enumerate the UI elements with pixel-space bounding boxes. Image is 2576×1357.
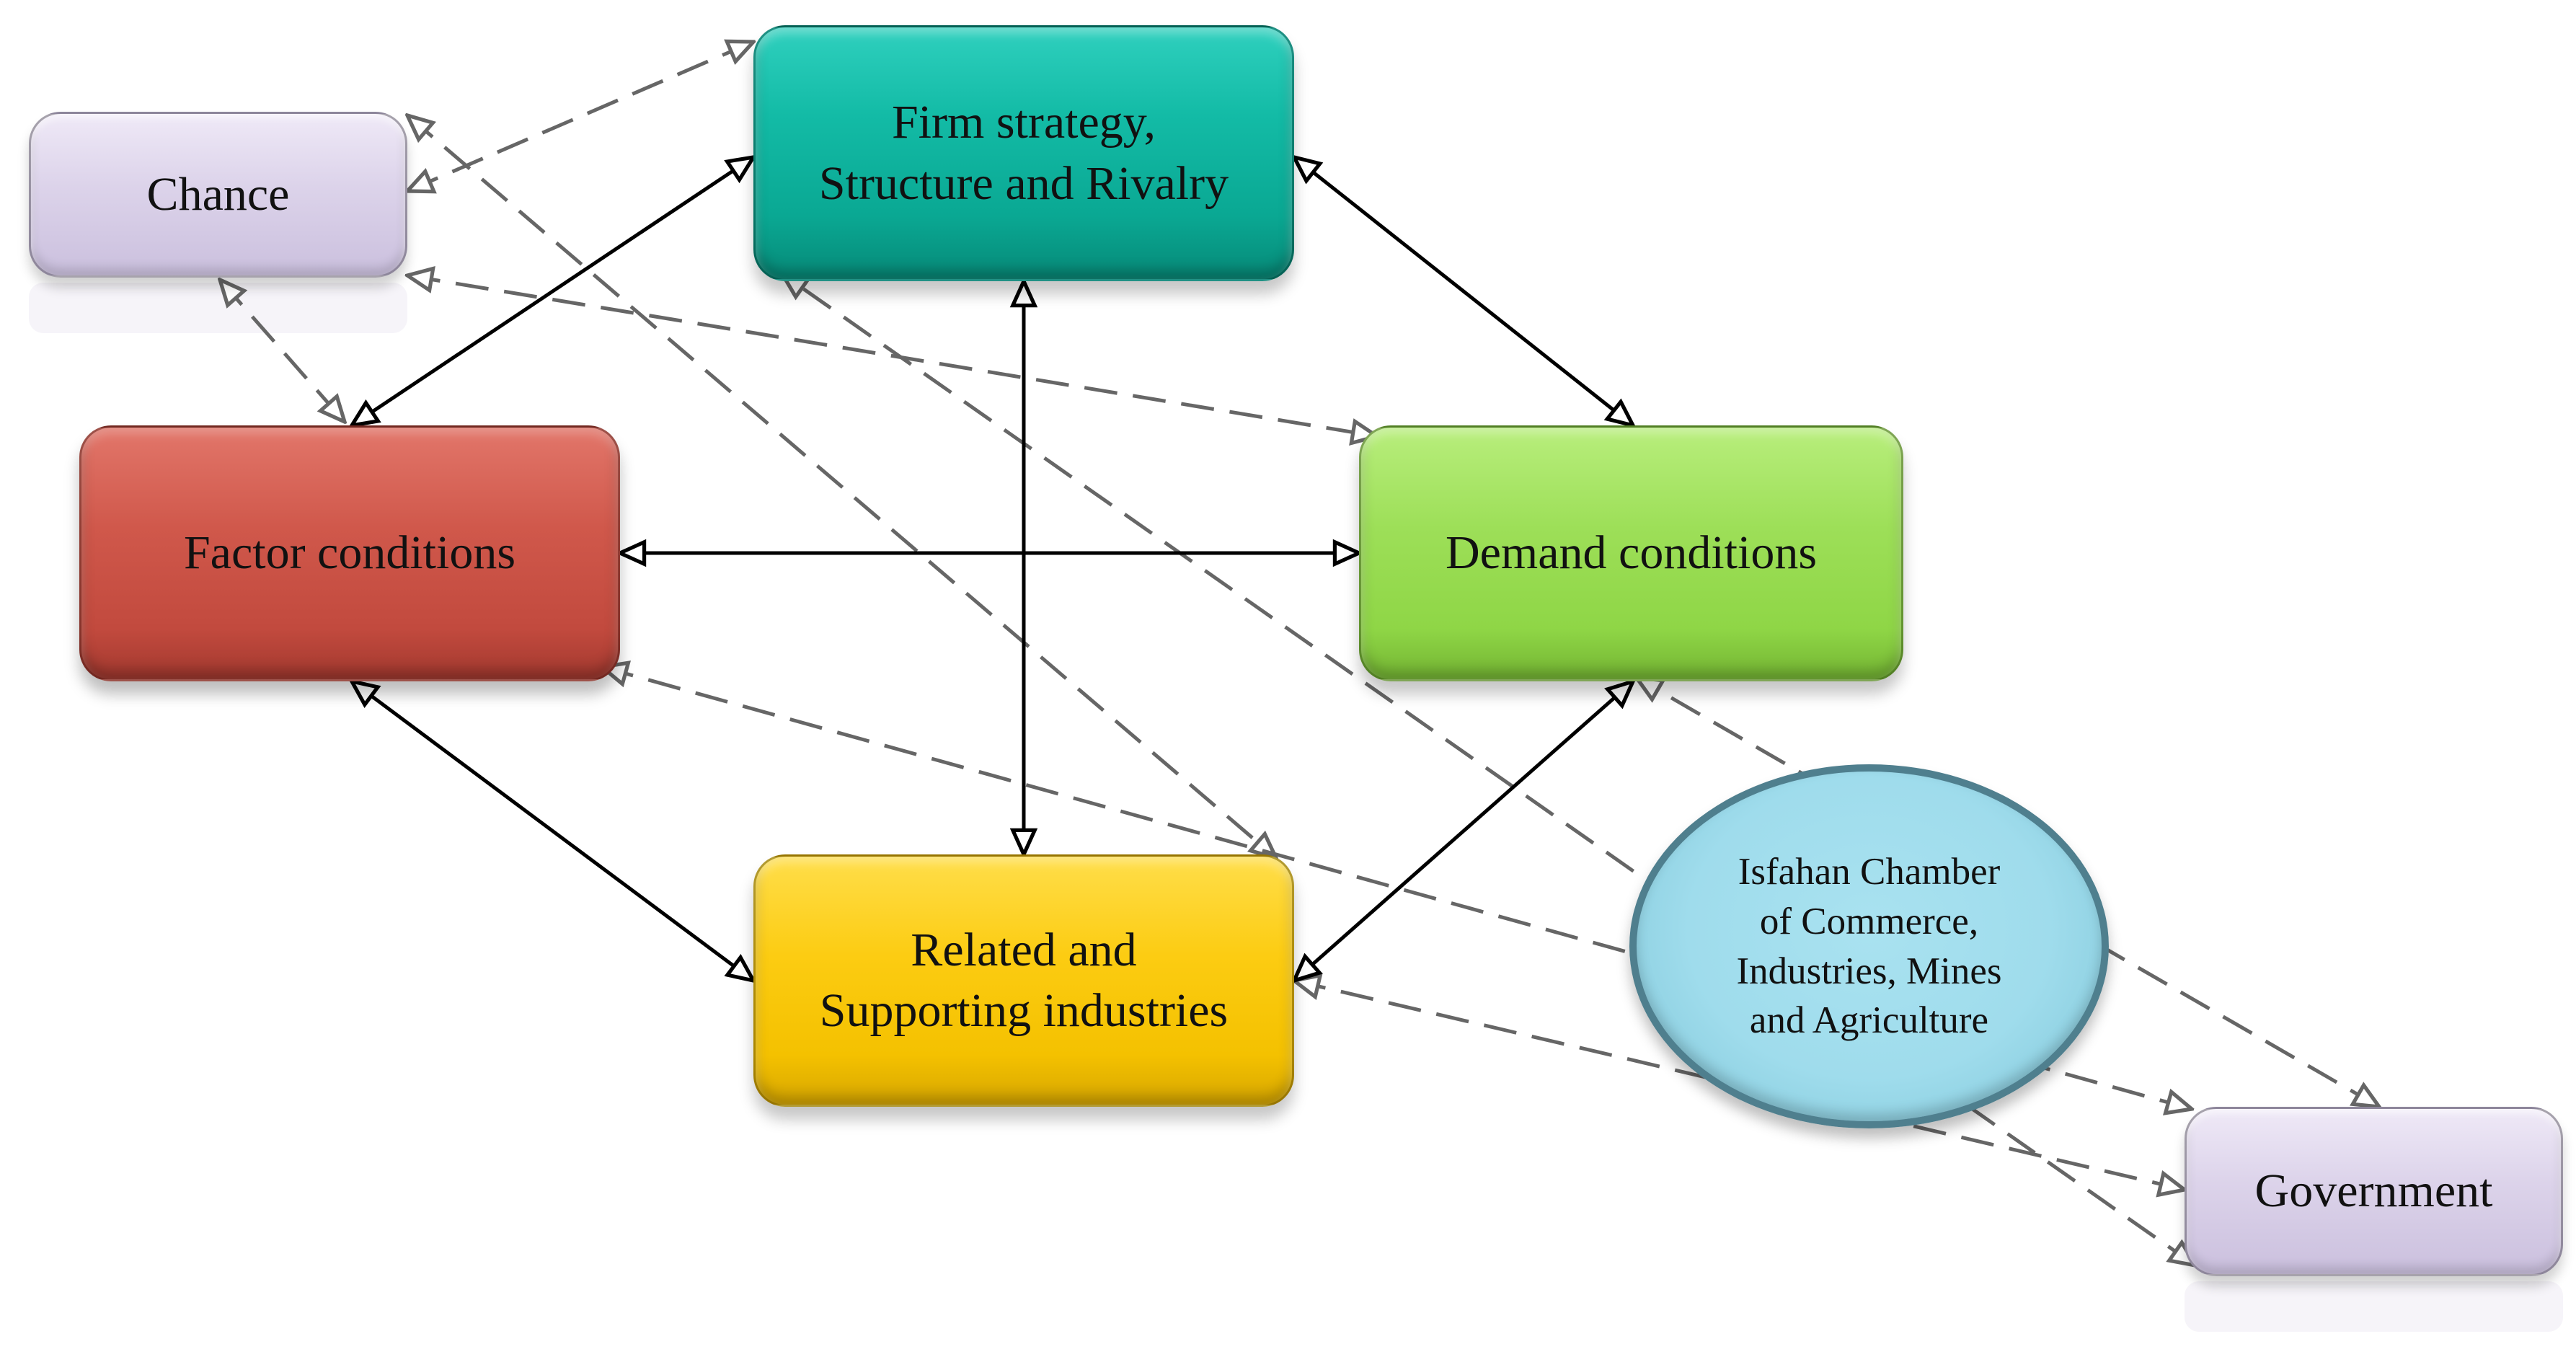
- edge-factor-firm: [352, 157, 753, 425]
- edge-chance-demand: [407, 275, 1377, 436]
- chance-reflection: [29, 283, 407, 333]
- edge-firm-demand: [1294, 157, 1633, 425]
- factor-conditions-node: Factor conditions: [79, 425, 620, 681]
- edge-demand-related: [1294, 681, 1633, 981]
- demand-conditions-node: Demand conditions: [1359, 425, 1903, 681]
- solid-connectors: [352, 157, 1633, 981]
- related-supporting-industries-node: Related and Supporting industries: [753, 854, 1294, 1107]
- isfahan-chamber-label: Isfahan Chamber of Commerce, Industries,…: [1736, 850, 2002, 1042]
- firm-strategy-node: Firm strategy, Structure and Rivalry: [753, 25, 1294, 281]
- chance-label: Chance: [146, 167, 290, 221]
- firm-strategy-label: Firm strategy, Structure and Rivalry: [818, 96, 1229, 210]
- isfahan-chamber-node: Isfahan Chamber of Commerce, Industries,…: [1629, 764, 2109, 1128]
- government-label: Government: [2254, 1164, 2493, 1218]
- edge-chance-factor: [220, 280, 345, 422]
- edge-government-demand: [1637, 678, 2379, 1107]
- edge-chance-firm: [407, 42, 753, 191]
- factor-conditions-label: Factor conditions: [183, 526, 516, 580]
- demand-conditions-label: Demand conditions: [1445, 526, 1818, 580]
- edge-factor-related: [352, 681, 753, 981]
- edge-government-firm: [782, 274, 2195, 1265]
- government-node: Government: [2185, 1107, 2563, 1276]
- chance-node: Chance: [29, 112, 407, 278]
- related-supporting-industries-label: Related and Supporting industries: [819, 923, 1229, 1037]
- government-reflection: [2185, 1281, 2563, 1332]
